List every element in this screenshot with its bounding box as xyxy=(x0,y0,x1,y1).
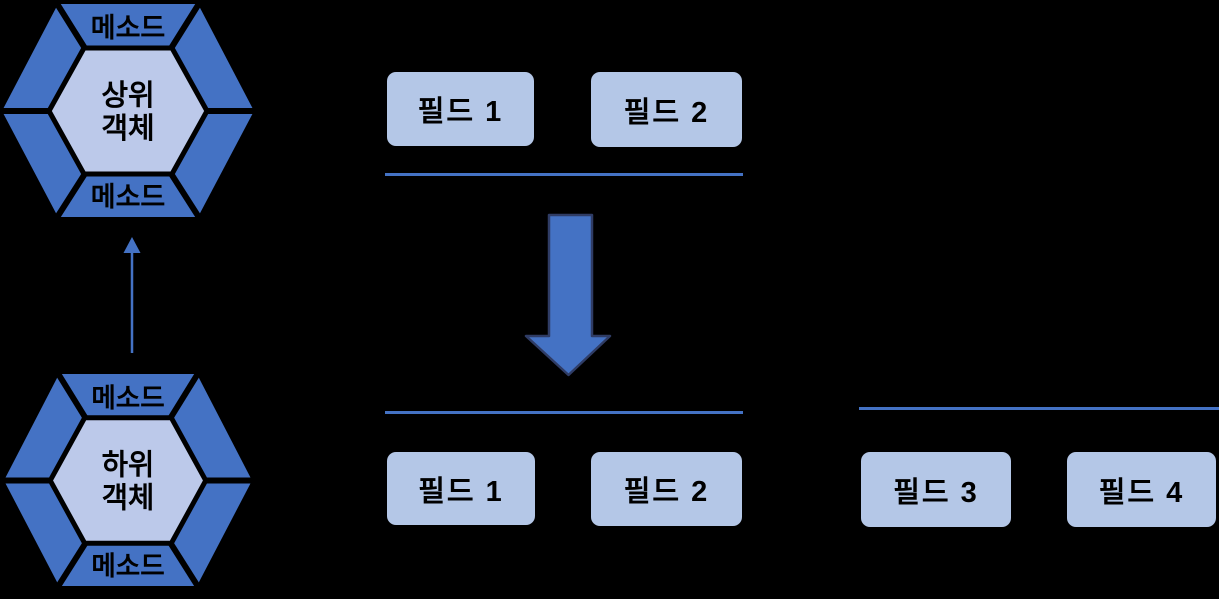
up-arrowhead xyxy=(123,237,141,253)
field-label: 필드 3 xyxy=(893,476,979,509)
object-title-line1: 상위 xyxy=(101,79,154,112)
child-object-hexagon: 메소드 하위 객체 메소드 xyxy=(2,372,254,588)
divider-line-bottom-right xyxy=(859,407,1219,410)
field-box-top-1: 필드 1 xyxy=(387,72,534,146)
hexagon-core xyxy=(47,415,209,546)
hexagon-segment-dividers xyxy=(0,2,256,219)
method-label-top: 메소드 xyxy=(91,383,164,413)
field-label: 필드 1 xyxy=(418,475,504,508)
field-box-bottom-2: 필드 2 xyxy=(591,452,742,526)
divider-line-bottom-left xyxy=(385,411,743,414)
field-box-bottom-3: 필드 3 xyxy=(861,452,1011,527)
field-box-bottom-4: 필드 4 xyxy=(1067,452,1216,527)
field-label: 필드 2 xyxy=(623,476,710,508)
method-label-bottom: 메소드 xyxy=(91,182,166,212)
object-title-line2: 객체 xyxy=(101,112,154,145)
down-block-arrow xyxy=(524,213,612,377)
parent-object-hexagon: 메소드 상위 객체 메소드 xyxy=(0,2,256,219)
hexagon-core xyxy=(46,45,210,177)
method-label-bottom: 메소드 xyxy=(91,551,164,581)
hexagon-segment-dividers xyxy=(2,372,254,588)
up-arrow xyxy=(123,237,141,353)
method-label-top: 메소드 xyxy=(91,13,166,43)
field-label: 필드 1 xyxy=(417,96,504,128)
field-label: 필드 2 xyxy=(623,96,710,129)
field-box-top-2: 필드 2 xyxy=(591,72,742,147)
object-title-line1: 하위 xyxy=(102,449,155,481)
field-box-bottom-1: 필드 1 xyxy=(387,452,535,525)
field-label: 필드 4 xyxy=(1098,476,1185,509)
divider-line-top xyxy=(385,173,743,176)
object-title-line2: 객체 xyxy=(102,482,155,514)
